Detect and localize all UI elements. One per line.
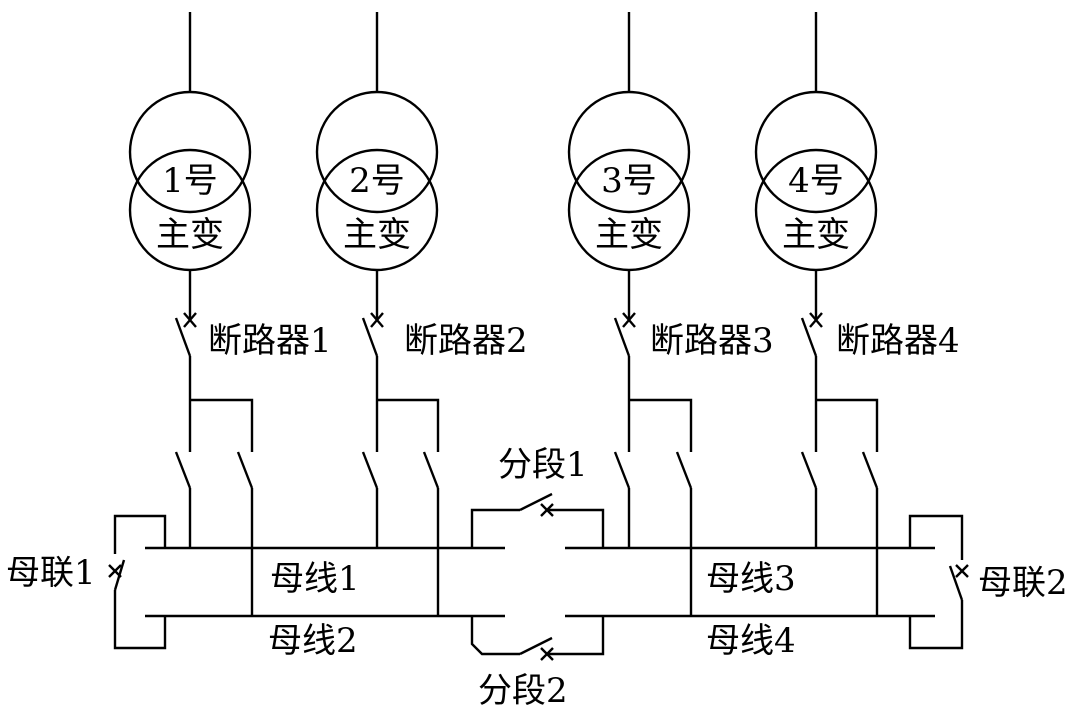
- transformer-2-name: 主变: [343, 215, 411, 255]
- breaker-2-blade: [361, 317, 379, 357]
- bus-coupler-2-upper-link: [908, 514, 964, 560]
- transformer-4-number: 4号: [788, 161, 844, 201]
- feeder-3-branch: [629, 398, 693, 452]
- transformer-2-upper-winding: [315, 90, 439, 214]
- transformer-3: 3号 主变: [567, 12, 691, 272]
- transformer-4: 4号 主变: [754, 12, 878, 272]
- disconnector-4b-blade: [861, 451, 879, 489]
- sectionalizer-2-blade: [519, 636, 553, 656]
- transformer-4-upper-winding: [754, 90, 878, 214]
- disconnector-4a-blade: [800, 451, 818, 489]
- transformer-2: 2号 主变: [315, 12, 439, 272]
- bus-2-label: 母线2: [268, 621, 358, 661]
- feeder-4-branch: [816, 398, 879, 452]
- breaker-1-label: 断路器1: [208, 321, 332, 361]
- breaker-1-cross: [183, 312, 197, 328]
- transformer-1: 1号 主变: [128, 12, 252, 272]
- sectionalizer-1-left-link: [470, 508, 520, 548]
- sectionalizer-1-blade: [519, 492, 553, 512]
- disconnector-2a-blade: [361, 451, 379, 489]
- sectionalizer-1-right-link: [547, 508, 605, 548]
- bus-3-label: 母线3: [706, 559, 796, 599]
- transformer-3-number: 3号: [601, 161, 657, 201]
- bus-coupler-2-blade: [948, 565, 964, 601]
- breaker-3-blade: [613, 317, 631, 357]
- feeder-1-branch: [190, 398, 254, 452]
- sectionalizer-2-label: 分段2: [478, 671, 568, 711]
- breaker-1-blade: [174, 317, 192, 357]
- bus-coupler-1-label: 母联1: [6, 553, 96, 593]
- bus-coupler-1-lower-link: [113, 590, 167, 650]
- sectionalizer-1-label: 分段1: [498, 445, 588, 485]
- transformer-1-name: 主变: [156, 215, 224, 255]
- transformer-1-number: 1号: [162, 161, 218, 201]
- bus-coupler-2-lower-link: [908, 600, 964, 650]
- bus-coupler-2-label: 母联2: [978, 563, 1068, 603]
- bus-1-label: 母线1: [270, 559, 360, 599]
- transformer-4-name: 主变: [782, 215, 850, 255]
- breaker-4-blade: [800, 317, 818, 357]
- transformer-3-upper-winding: [567, 90, 691, 214]
- breaker-4-label: 断路器4: [836, 321, 960, 361]
- breaker-4-cross: [809, 312, 823, 328]
- breaker-1-symbol: [174, 312, 197, 357]
- breaker-2-label: 断路器2: [404, 321, 528, 361]
- disconnector-3a-blade: [613, 451, 631, 489]
- bus-4-label: 母线4: [706, 621, 796, 661]
- sectionalizer-2-left-link: [470, 616, 520, 656]
- feeder-2-branch: [377, 398, 440, 452]
- sectionalizer-2-right-link: [547, 616, 605, 656]
- transformer-1-upper-winding: [128, 90, 252, 214]
- breaker-3-label: 断路器3: [650, 321, 774, 361]
- breaker-2-cross: [370, 312, 384, 328]
- disconnector-1a-blade: [174, 451, 192, 489]
- disconnector-3b-blade: [675, 451, 693, 489]
- bus-coupler-1-upper-link: [113, 514, 167, 554]
- disconnector-2b-blade: [422, 451, 440, 489]
- disconnector-1b-blade: [236, 451, 254, 489]
- bus-coupler-1-cross: [108, 564, 122, 578]
- bus-coupler-2-cross: [955, 564, 969, 578]
- transformer-3-name: 主变: [595, 215, 663, 255]
- transformer-2-number: 2号: [349, 161, 405, 201]
- breaker-3-cross: [622, 312, 636, 328]
